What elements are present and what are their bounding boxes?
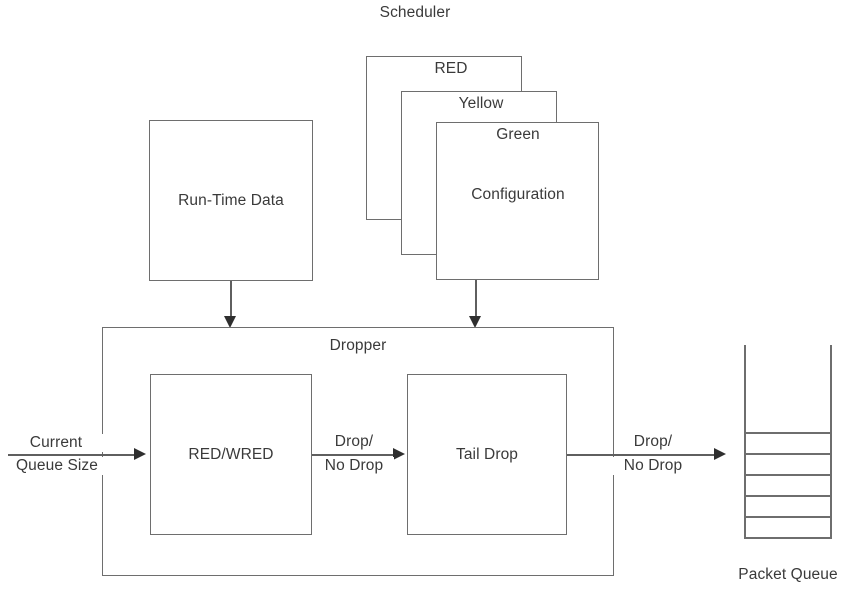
mid-signal-line: [312, 454, 394, 456]
config-card-yellow-label: Yellow: [458, 95, 504, 112]
runtime-to-dropper-connector: [230, 281, 232, 319]
packet-queue-bottom: [744, 537, 832, 539]
input-signal-label-line1: Current: [2, 434, 110, 453]
mid-signal-label-line1: Drop/: [318, 433, 390, 452]
dropper-label: Dropper: [329, 337, 387, 354]
config-card-green-label: Green: [496, 126, 540, 143]
run-time-data-label: Run-Time Data: [178, 192, 284, 209]
mid-signal-label-line2: No Drop: [314, 457, 394, 476]
stage-red-wred-box[interactable]: [150, 374, 312, 535]
config-card-green[interactable]: [436, 122, 599, 280]
config-card-red-label: RED: [434, 60, 468, 77]
config-card-body-label: Configuration: [471, 186, 565, 203]
stage-red-wred-label: RED/WRED: [188, 446, 274, 463]
output-signal-label-line2: No Drop: [613, 457, 693, 476]
runtime-to-dropper-arrowhead: [224, 316, 236, 328]
run-time-data-box[interactable]: [149, 120, 313, 281]
packet-queue-divider: [744, 432, 832, 434]
packet-queue-divider: [744, 474, 832, 476]
mid-signal-arrowhead: [393, 448, 405, 460]
output-signal-arrowhead: [714, 448, 726, 460]
input-signal-label-line2: Queue Size: [0, 457, 114, 476]
packet-queue-divider: [744, 516, 832, 518]
config-to-dropper-arrowhead: [469, 316, 481, 328]
packet-queue-label: Packet Queue: [738, 566, 838, 583]
packet-queue-divider: [744, 453, 832, 455]
scheduler-title: Scheduler: [379, 4, 451, 21]
packet-queue-divider: [744, 495, 832, 497]
input-signal-line: [8, 454, 136, 456]
output-signal-label-line1: Drop/: [617, 433, 689, 452]
stage-tail-drop-box[interactable]: [407, 374, 567, 535]
input-signal-arrowhead: [134, 448, 146, 460]
packet-queue-left-rail: [744, 345, 746, 537]
packet-queue-right-rail: [830, 345, 832, 537]
stage-tail-drop-label: Tail Drop: [455, 446, 519, 463]
config-to-dropper-connector: [475, 280, 477, 319]
output-signal-line: [567, 454, 716, 456]
